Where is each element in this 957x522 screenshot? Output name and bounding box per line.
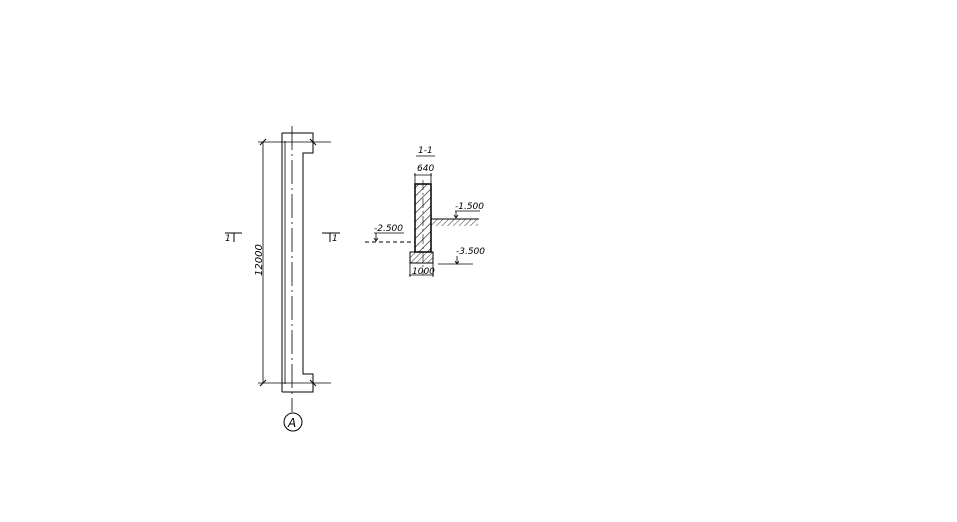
ground-fill-right	[431, 219, 478, 226]
section-mark-left-label: 1	[225, 234, 231, 244]
level-ground-outside: -1.500	[455, 202, 484, 212]
level-ground-inside: -2.500	[374, 224, 403, 234]
level-marker-outside	[453, 211, 459, 219]
dim-tick-top	[259, 138, 267, 146]
section-title: 1-1	[418, 146, 433, 156]
wall-outline-top	[282, 132, 314, 393]
level-footing-bottom: -3.500	[456, 247, 485, 257]
section-mark-right-label: 1	[332, 234, 338, 244]
length-dimension-text: 12000	[254, 244, 265, 276]
level-marker-footing	[454, 256, 460, 265]
tick-top-right	[309, 138, 317, 146]
axis-label: A	[287, 416, 296, 430]
axis-bubble	[283, 412, 303, 432]
dim-tick-bottom	[259, 379, 267, 387]
section-view: 1-1 640 1000 -1.500 -2.500 -3.500	[365, 146, 485, 277]
wall-width-dimension: 640	[417, 164, 434, 174]
footing-section	[409, 251, 434, 264]
footing-width-dimension: 1000	[412, 267, 435, 277]
level-marker-inside	[373, 233, 379, 242]
plan-view: 12000 1 1 A	[225, 126, 340, 432]
tick-bottom-right	[309, 379, 317, 387]
